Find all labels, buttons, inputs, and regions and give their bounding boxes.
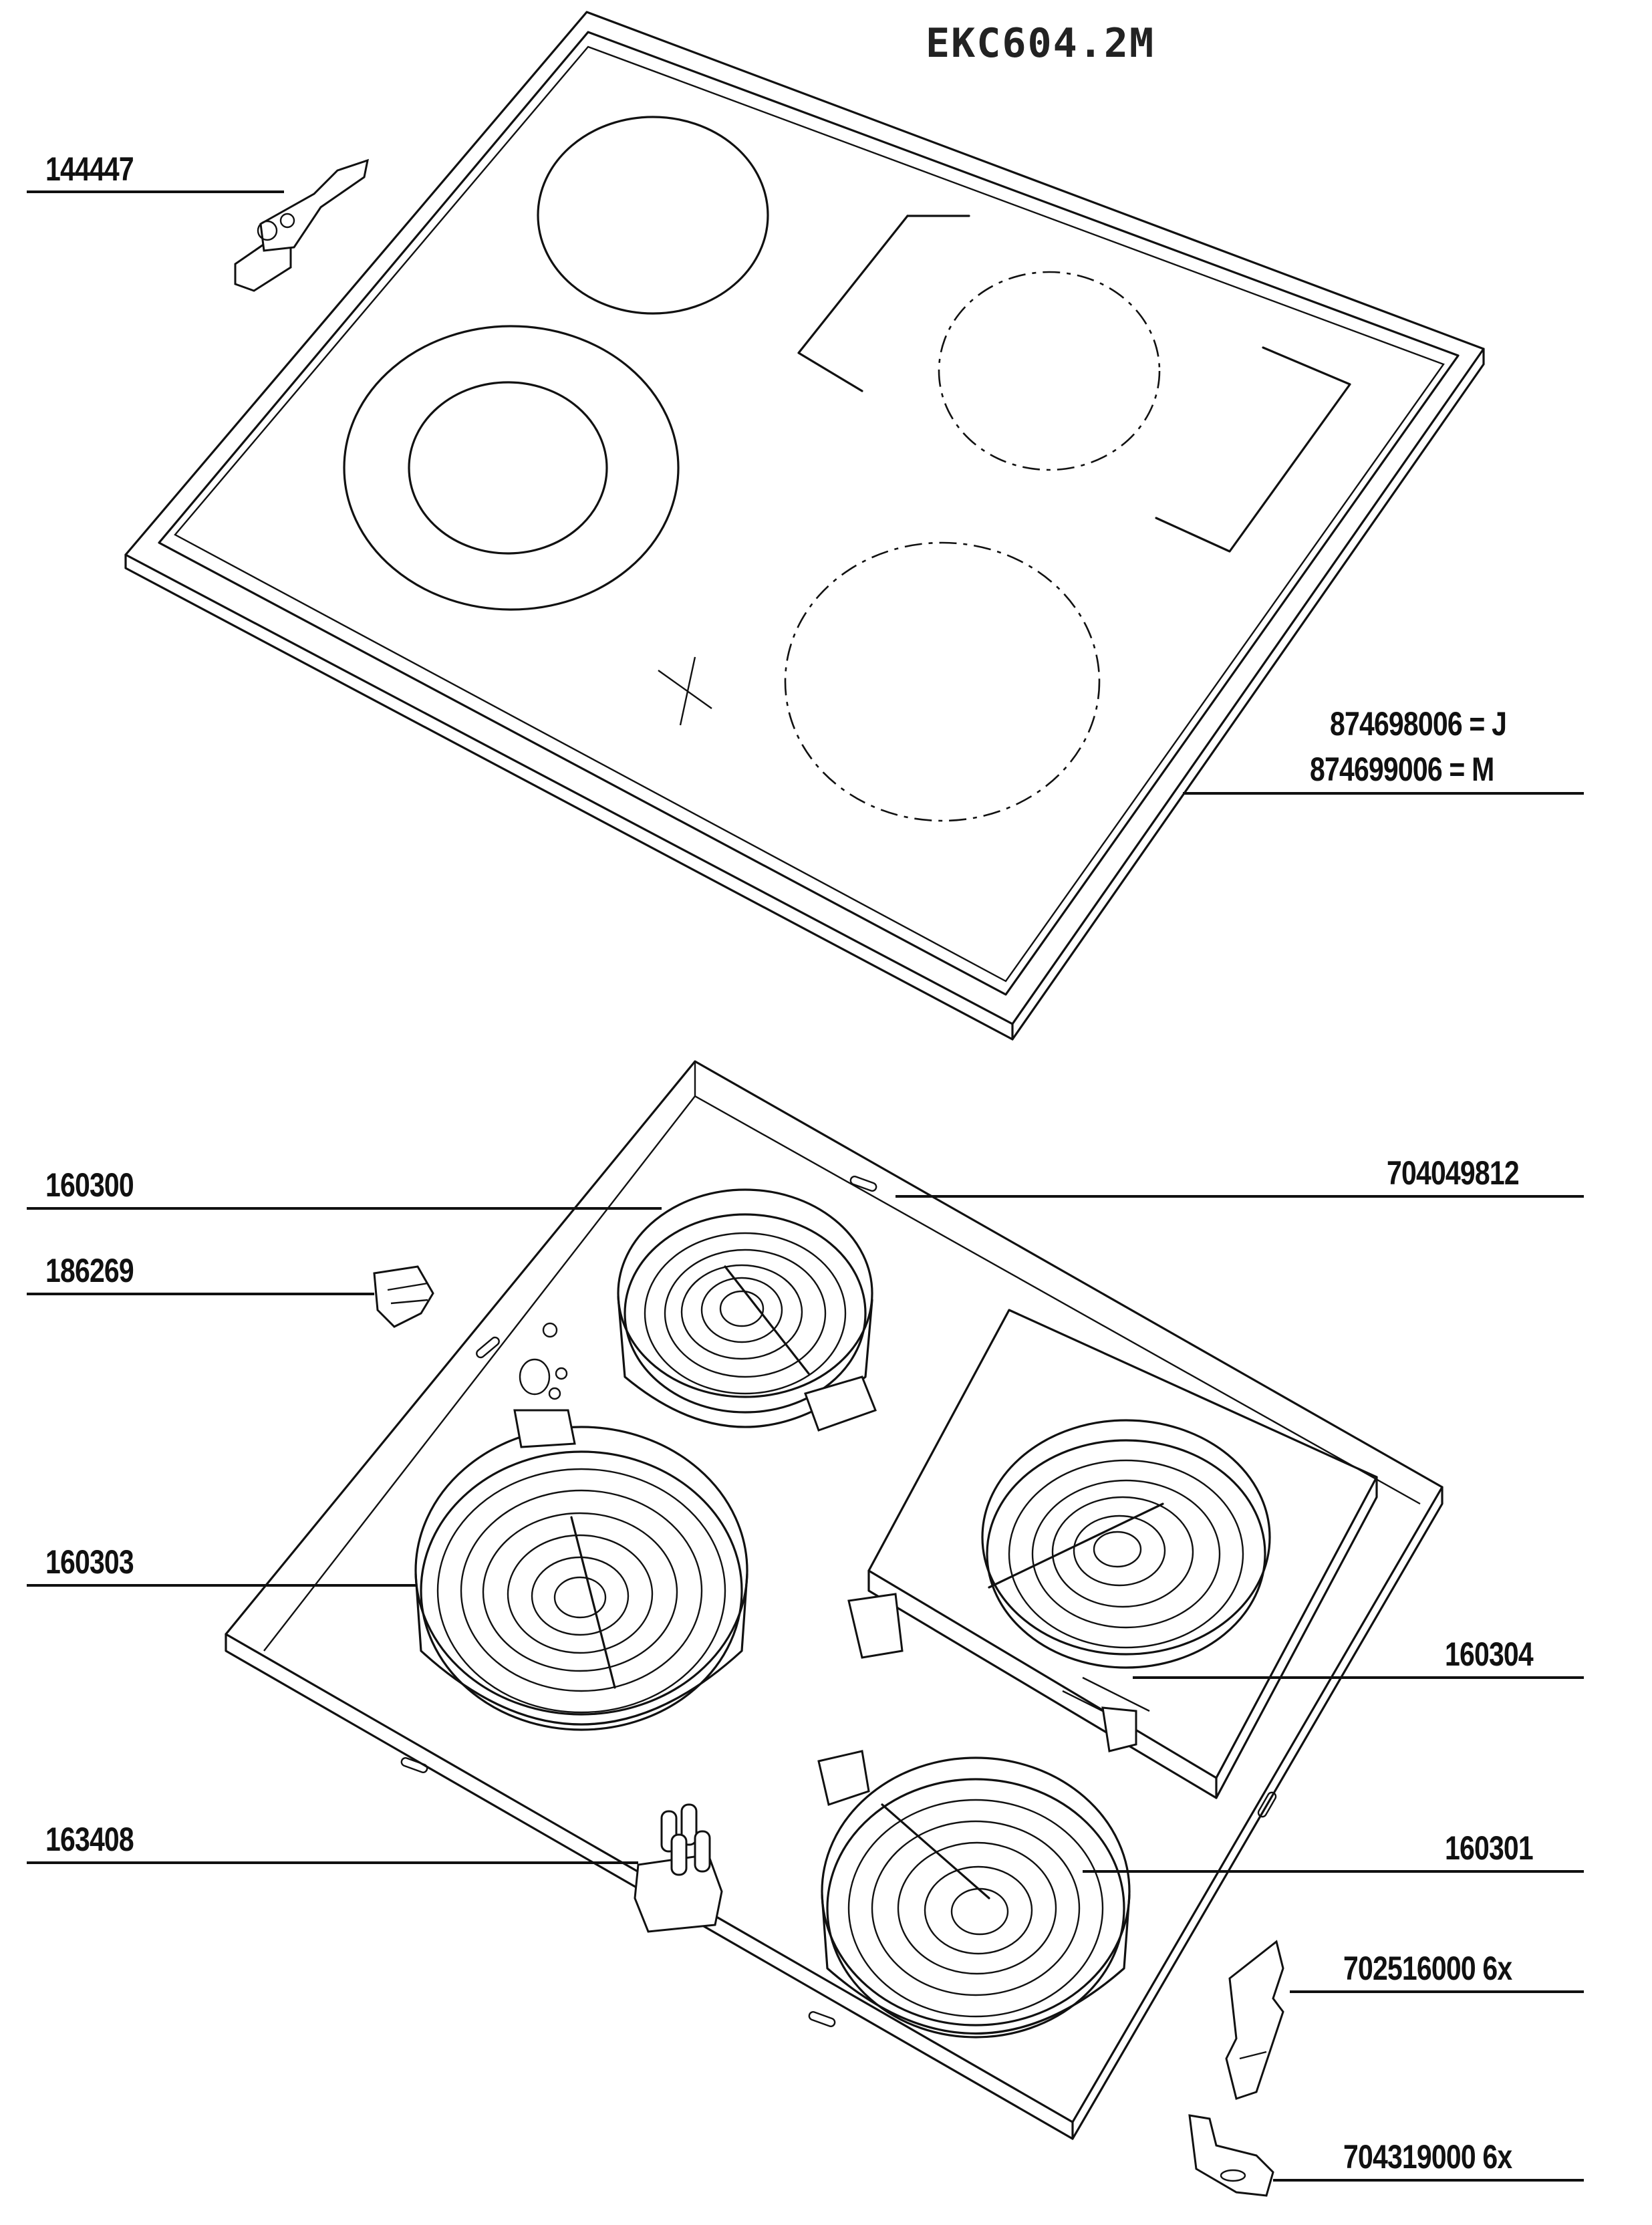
glass-ceramic-hob-top <box>124 11 1485 1041</box>
cooking-zone-front-left-inner <box>408 381 608 555</box>
cooking-zone-front-left-outer <box>343 325 680 611</box>
part-number-186269: 186269 <box>45 1252 134 1289</box>
cooking-zone-front-right <box>784 541 1101 822</box>
small-clip-part <box>373 1265 434 1328</box>
terminal-block-part <box>634 1803 723 1933</box>
part-number-160300: 160300 <box>45 1166 134 1204</box>
cooking-zone-rear-left <box>537 116 769 315</box>
part-number-874698006: 874698006 = J <box>1330 705 1507 743</box>
cross-marker <box>658 656 712 726</box>
cooking-zone-rear-right <box>938 271 1161 471</box>
heating-element-rear-left <box>617 1188 877 1432</box>
part-number-874699006: 874699006 = M <box>1310 751 1494 788</box>
part-number-160303: 160303 <box>45 1543 134 1581</box>
spring-clip-part <box>1188 2114 1274 2197</box>
heating-element-rear-right <box>847 1309 1378 1799</box>
mounting-bracket-part <box>1225 1940 1284 2100</box>
part-number-704049812: 704049812 <box>1387 1154 1520 1192</box>
model-code: EKC604.2M <box>926 20 1155 67</box>
hinge-clip-part <box>234 158 369 292</box>
heating-element-front-left <box>414 1409 748 1731</box>
part-number-163408: 163408 <box>45 1821 134 1858</box>
part-number-160304: 160304 <box>1445 1635 1534 1673</box>
extended-zone-outline <box>797 215 970 392</box>
part-number-704319000: 704319000 6x <box>1343 2138 1512 2176</box>
part-number-160301: 160301 <box>1445 1829 1534 1867</box>
heating-element-front-right <box>817 1750 1131 2039</box>
leader-lines <box>27 190 1584 2182</box>
part-number-144447: 144447 <box>45 150 134 188</box>
part-number-702516000: 702516000 6x <box>1343 1950 1512 1987</box>
